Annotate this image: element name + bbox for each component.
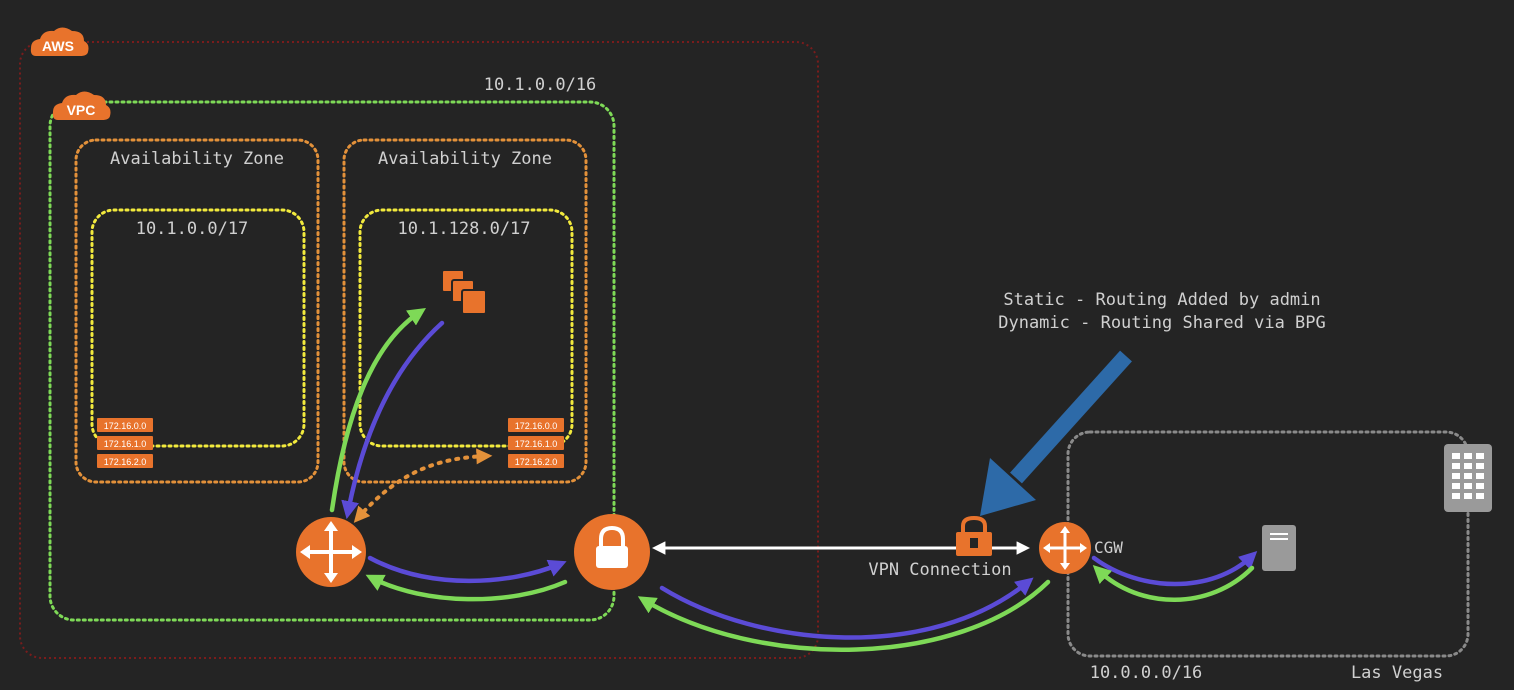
vpc-badge: VPC bbox=[52, 91, 111, 120]
customer-gateway-label: CGW bbox=[1094, 538, 1123, 557]
subnet-right-cidr: 10.1.128.0/17 bbox=[397, 219, 530, 239]
aws-boundary bbox=[19, 41, 819, 659]
flow-arrow-green bbox=[365, 574, 568, 602]
flow-arrow-green bbox=[329, 308, 427, 513]
route-entry: 172.16.1.0 bbox=[515, 439, 558, 449]
subnet-left-cidr: 10.1.0.0/17 bbox=[136, 219, 249, 239]
flow-arrow-purple bbox=[367, 555, 567, 584]
subnet-left bbox=[90, 208, 306, 448]
vpn-tunnel-lock-icon bbox=[956, 515, 992, 556]
availability-zone-left-label: Availability Zone bbox=[110, 149, 284, 169]
route-propagation-arrow bbox=[353, 448, 493, 523]
flow-arrow-purple bbox=[1091, 551, 1258, 587]
vpn-gateway-lock-icon[interactable] bbox=[574, 514, 650, 590]
callout-arrow bbox=[980, 350, 1132, 516]
route-entry: 172.16.1.0 bbox=[104, 439, 147, 449]
route-entry: 172.16.2.0 bbox=[104, 457, 147, 467]
route-entry: 172.16.0.0 bbox=[515, 421, 558, 431]
aws-badge-label: AWS bbox=[42, 38, 74, 54]
vpc-badge-label: VPC bbox=[67, 102, 96, 118]
subnet-right bbox=[358, 208, 574, 448]
on-premises-cidr: 10.0.0.0/16 bbox=[1090, 663, 1203, 683]
router-icon[interactable] bbox=[296, 517, 366, 587]
vpn-connection-label: VPN Connection bbox=[868, 560, 1011, 580]
route-table-right: 172.16.0.0 172.16.1.0 172.16.2.0 bbox=[508, 418, 564, 468]
server-icon bbox=[1262, 525, 1296, 571]
availability-zone-left bbox=[74, 138, 320, 484]
flow-arrow-purple bbox=[341, 320, 445, 520]
on-premises-location: Las Vegas bbox=[1351, 663, 1443, 683]
flow-arrow-green bbox=[1092, 565, 1255, 602]
aws-badge: AWS bbox=[30, 27, 89, 56]
ec2-instances-icon bbox=[441, 269, 487, 315]
availability-zone-right-label: Availability Zone bbox=[378, 149, 552, 169]
routing-note-dynamic: Dynamic - Routing Shared via BPG bbox=[998, 313, 1326, 333]
route-table-left: 172.16.0.0 172.16.1.0 172.16.2.0 bbox=[97, 418, 153, 468]
routing-note-static: Static - Routing Added by admin bbox=[1003, 290, 1320, 310]
flow-arrow-purple bbox=[659, 577, 1034, 640]
datacenter-rack-icon bbox=[1444, 444, 1492, 512]
vpc-boundary bbox=[48, 100, 616, 622]
vpc-cidr: 10.1.0.0/16 bbox=[484, 75, 597, 95]
flow-arrow-green bbox=[637, 579, 1051, 652]
route-entry: 172.16.2.0 bbox=[515, 457, 558, 467]
customer-gateway-icon[interactable] bbox=[1039, 522, 1091, 574]
route-entry: 172.16.0.0 bbox=[104, 421, 147, 431]
